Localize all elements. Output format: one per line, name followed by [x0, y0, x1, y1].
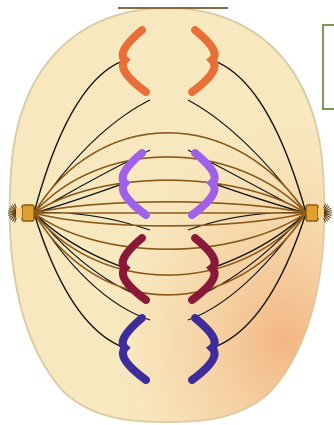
- label-box: [322, 24, 334, 110]
